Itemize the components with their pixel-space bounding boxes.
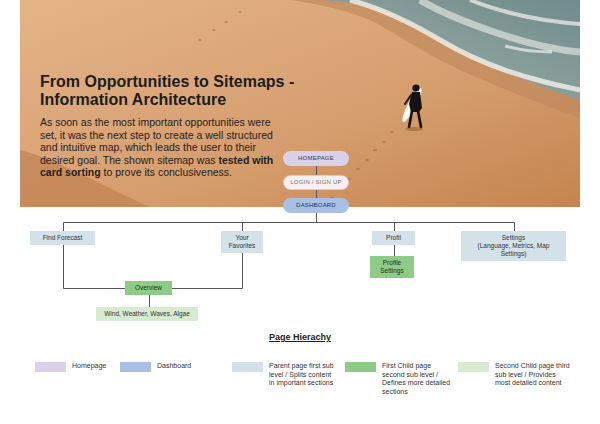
legend-item: Homepage [35,362,132,372]
node-label: Profil [375,234,412,242]
legend-swatch [35,362,66,372]
legend-text: Parent page first sub level / Splits con… [269,362,337,388]
legend-heading: Page Hierachy [220,332,380,343]
legend-text: Second Child page third sub level / Prov… [495,362,571,388]
legend-swatch [458,362,489,372]
legend-swatch [120,362,151,372]
connector-line [316,190,317,198]
node-label: HOMEPAGE [287,154,345,163]
detail-box: Wind, Weather, Waves, Algae [96,307,198,321]
legend-item: First Child page second sub level / Defi… [345,362,452,396]
section-box: Settings(Language, Metrics, Map Settings… [461,231,566,261]
node-label: Wind, Weather, Waves, Algae [99,310,195,318]
legend-text: First Child page second sub level / Defi… [382,362,452,396]
section-box: Profil [372,231,415,245]
node-label: Settings [464,234,563,242]
legend-text: Dashboard [157,362,217,371]
node-label: (Language, Metrics, Map Settings) [464,242,563,258]
legend-swatch [345,362,376,372]
node-label: Find Forecast [33,234,92,242]
page-pill: LOGIN / SIGN UP [283,175,349,190]
legend-swatch [232,362,263,372]
connector-line [149,295,150,307]
connector-line [394,245,395,256]
node-label: Your Favorites [224,234,260,250]
legend-item: Dashboard [120,362,217,372]
connector-line [317,213,515,231]
section-box: Your Favorites [221,231,263,253]
legend-item: Second Child page third sub level / Prov… [458,362,571,388]
node-label: DASHBOARD [287,201,345,210]
node-label: LOGIN / SIGN UP [288,178,344,187]
connector-line [64,213,317,231]
page-pill: DASHBOARD [283,198,349,213]
child-box: Profile Settings [370,256,414,278]
child-box: Overview [125,281,172,295]
page-title: From Opportunities to Sitemaps - Informa… [40,73,315,109]
node-label: Overview [128,284,169,292]
section-box: Find Forecast [30,231,95,245]
node-label: Profile Settings [373,259,411,275]
connector-line [243,213,317,231]
connector-line [172,253,243,289]
intro-paragraph: As soon as the most important opportunit… [40,116,280,179]
page-pill: HOMEPAGE [283,151,349,166]
legend-item: Parent page first sub level / Splits con… [232,362,337,388]
intro-text: to prove its conclusiveness. [104,166,232,178]
connector-line [316,166,317,175]
connector-line [64,245,126,289]
